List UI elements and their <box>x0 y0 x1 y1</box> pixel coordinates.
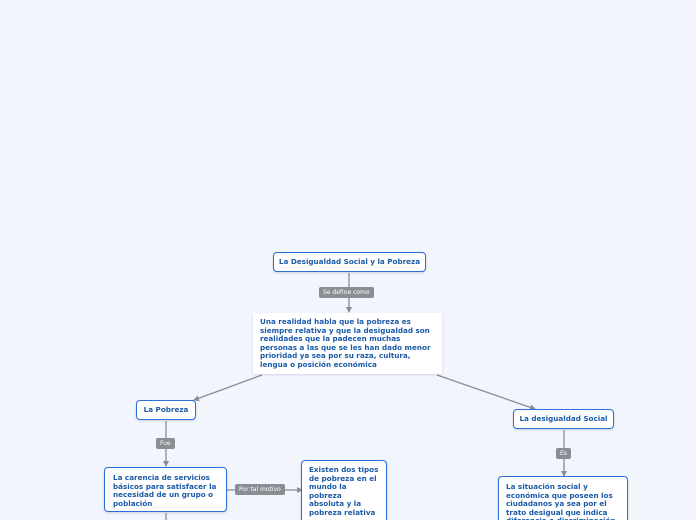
tipos-de-pobreza-node[interactable]: Existen dos tipos de pobreza en el mundo… <box>301 460 387 520</box>
link-label-se-define-como: Se define como <box>319 287 374 298</box>
connector-definition-pobreza <box>193 374 263 402</box>
definition-node[interactable]: Una realidad habla que la pobreza es sie… <box>253 313 442 374</box>
link-label-por-tal-motivo: Por tal motivo <box>235 484 285 495</box>
desigualdad-social-node[interactable]: La desigualdad Social <box>513 409 614 429</box>
carencia-node[interactable]: La carencia de servicios básicos para sa… <box>104 467 227 512</box>
connector-definition-desigualdad <box>436 374 536 411</box>
link-label-fue: Fue <box>156 438 175 449</box>
root-topic-node[interactable]: La Desigualdad Social y la Pobreza <box>273 252 426 272</box>
pobreza-node[interactable]: La Pobreza <box>136 400 196 420</box>
situacion-social-node[interactable]: La situación social y económica que pose… <box>498 476 628 520</box>
link-label-es: Es <box>556 448 571 459</box>
